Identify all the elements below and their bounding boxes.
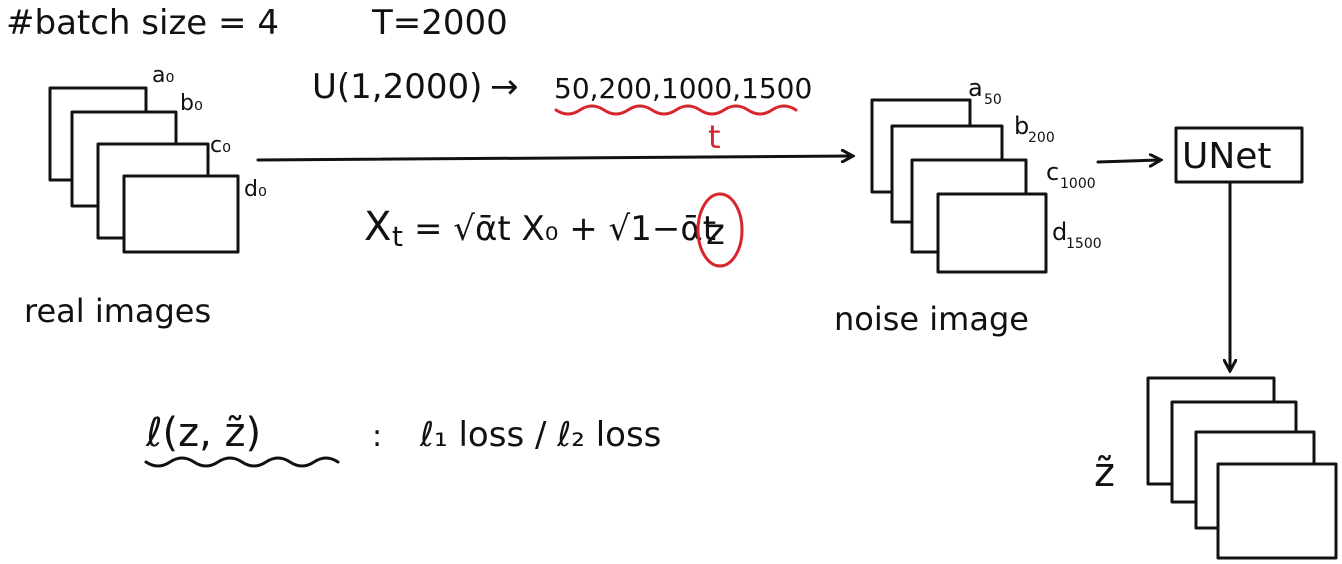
uniform-distribution: U(1,2000) [312, 67, 482, 107]
noise-circle [696, 192, 744, 268]
noise-sub-d: 1500 [1066, 236, 1102, 252]
real-image-d [122, 174, 240, 254]
formula-lhs: X [364, 204, 391, 250]
batch-size-note: #batch size = 4 [6, 3, 279, 43]
loss-lhs: ℓ(z, z̃) [145, 410, 261, 456]
predicted-noise-stack [1146, 376, 1338, 560]
real-label-d: d₀ [244, 177, 267, 202]
loss-colon: : [372, 419, 382, 454]
unet-box [1174, 126, 1304, 184]
pred-image-d [1216, 462, 1338, 560]
noise-label-c: c [1046, 158, 1059, 186]
real-images-stack: a₀ b₀ c₀ d₀ [48, 63, 267, 254]
noise-image-caption: noise image [834, 300, 1029, 338]
noise-sub-b: 200 [1028, 130, 1055, 146]
real-images-caption: real images [24, 292, 211, 330]
sampled-timesteps: 50,200,1000,1500 [554, 72, 812, 105]
noise-label-a: a [968, 74, 983, 102]
timesteps-note: T=2000 [371, 3, 508, 43]
formula-rhs: = √ᾱt X₀ + √1−ᾱt [414, 209, 716, 249]
timesteps-underline [554, 104, 798, 116]
noise-image-d [936, 192, 1048, 274]
t-label: t [708, 118, 721, 156]
real-label-b: b₀ [180, 91, 203, 116]
predicted-noise-label: z̃ [1094, 450, 1115, 496]
formula-lhs-sub: t [392, 220, 403, 253]
noise-sub-a: 50 [984, 92, 1002, 108]
unet-label: UNet [1182, 136, 1272, 177]
noise-images-stack: a 50 b 200 c 1000 d 1500 [870, 74, 1102, 274]
loss-underline [144, 456, 340, 468]
noise-sub-c: 1000 [1060, 176, 1096, 192]
noise-label-b: b [1014, 112, 1029, 140]
forward-diffusion-arrow [256, 156, 852, 160]
noise-label-d: d [1052, 218, 1067, 246]
sampling-arrow: → [490, 67, 519, 107]
loss-rhs: ℓ₁ loss / ℓ₂ loss [419, 415, 661, 455]
to-unet-arrow [1096, 160, 1160, 162]
formula-noise: z [706, 212, 725, 253]
real-label-a: a₀ [152, 63, 174, 88]
real-label-c: c₀ [210, 133, 231, 158]
forward-formula: X t = √ᾱt X₀ + √1−ᾱt z [364, 192, 744, 268]
